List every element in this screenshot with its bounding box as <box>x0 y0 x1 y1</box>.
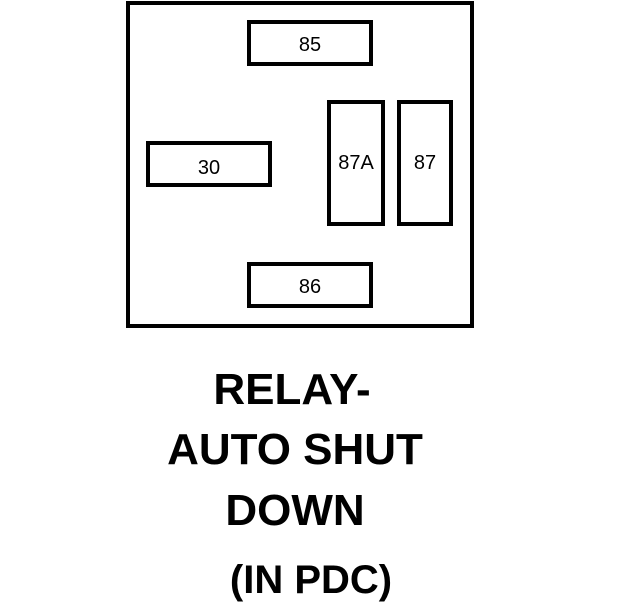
caption-line-4: (IN PDC) <box>229 558 393 602</box>
caption-line-1: RELAY- <box>213 365 371 414</box>
terminal-87: 87 <box>397 100 453 226</box>
terminal-86: 86 <box>247 262 373 308</box>
terminal-85: 85 <box>247 20 373 66</box>
caption-line-2: AUTO SHUT <box>167 425 423 474</box>
relay-outline <box>126 1 474 328</box>
terminal-87-label: 87 <box>413 151 437 174</box>
terminal-30-label: 30 <box>197 156 221 179</box>
terminal-87a: 87A <box>327 100 385 226</box>
terminal-86-label: 86 <box>298 275 322 298</box>
terminal-85-label: 85 <box>298 33 322 56</box>
caption-line-3: DOWN <box>225 486 365 535</box>
terminal-30: 30 <box>146 141 272 187</box>
terminal-87a-label: 87A <box>338 151 374 174</box>
